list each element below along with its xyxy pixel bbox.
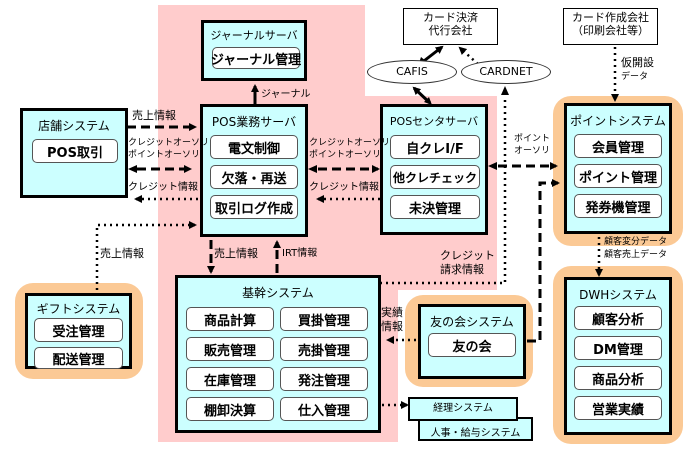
module-ordering: 発注管理 xyxy=(280,367,368,391)
point-system: ポイントシステム 会員管理 ポイント管理 発券機管理 xyxy=(564,103,672,234)
pos-center-server-title: POSセンタサーバ xyxy=(389,115,479,128)
dwh-system: DWHシステム 顧客分析 DM管理 商品分析 営業実績 xyxy=(564,277,672,435)
pos-business-server-title: POS業務サーバ xyxy=(211,115,297,129)
journal-server: ジャーナルサーバ ジャーナル管理 xyxy=(201,20,307,81)
pos-center-server: POSセンタサーバ 自クレI/F 他クレチェック 未決管理 xyxy=(380,104,488,235)
label-results-2: 情報 xyxy=(381,320,403,333)
module-pending-management: 未決管理 xyxy=(390,195,480,219)
module-sales-results: 営業実績 xyxy=(574,396,662,420)
module-point-management: ポイント管理 xyxy=(574,164,662,188)
label-gift-sales: 売上情報 xyxy=(100,247,144,260)
gift-system-title: ギフトシステム xyxy=(36,302,121,316)
journal-server-title: ジャーナルサーバ xyxy=(210,29,298,42)
label-point-auth-1: ポイント xyxy=(514,134,551,144)
store-system: 店舗システム POS取引 xyxy=(20,108,128,198)
label-credit-billing-1: クレジット xyxy=(440,249,495,262)
label-journal: ジャーナル xyxy=(261,89,311,100)
core-system: 基幹システム 商品計算 買掛管理 販売管理 売掛管理 在庫管理 発注管理 棚卸決… xyxy=(175,275,381,433)
module-ticket-machine: 発券機管理 xyxy=(574,194,662,218)
module-dm-management: DM管理 xyxy=(574,336,662,360)
card-maker-line1: カード作成会社 xyxy=(572,11,649,24)
card-settlement-company: カード決済 代行会社 xyxy=(403,8,498,45)
tomonokai-system-title: 友の会システム xyxy=(430,315,514,329)
flow-cardnet-settlement xyxy=(458,46,479,65)
label-auth-store-1: クレジットオーソリ xyxy=(128,138,210,148)
module-product-calc: 商品計算 xyxy=(186,307,274,331)
label-auth-center-1: クレジットオーソリ xyxy=(309,138,391,148)
card-settlement-line1: カード決済 xyxy=(423,11,478,24)
core-system-title: 基幹システム xyxy=(242,286,314,300)
flow-tomonokai-point xyxy=(527,179,560,343)
module-delivery-management: 配送管理 xyxy=(34,347,123,369)
module-purchasing: 仕入管理 xyxy=(280,397,368,421)
card-settlement-line2: 代行会社 xyxy=(428,24,473,37)
label-credit-info-center: クレジット情報 xyxy=(309,182,379,193)
dwh-system-title: DWHシステム xyxy=(579,288,657,302)
module-other-credit-check: 他クレチェック xyxy=(390,165,480,189)
module-message-control: 電文制御 xyxy=(210,135,298,159)
card-maker-company: カード作成会社 （印刷会社等） xyxy=(563,8,658,45)
label-point-auth-2: オーソリ xyxy=(514,146,551,156)
label-core-sales: 売上情報 xyxy=(214,247,258,260)
module-own-credit-if: 自クレI/F xyxy=(390,135,480,159)
module-member-management: 会員管理 xyxy=(574,134,662,158)
label-irt: IRT情報 xyxy=(282,248,318,259)
module-journal-management: ジャーナル管理 xyxy=(211,47,301,69)
label-credit-info-store: クレジット情報 xyxy=(128,182,198,193)
label-auth-center-2: ポイントオーソリ xyxy=(309,150,382,160)
module-product-analysis: 商品分析 xyxy=(574,366,662,390)
module-inventory: 在庫管理 xyxy=(186,367,274,391)
accounting-system: 経理システム xyxy=(408,397,518,421)
label-temp-open-2: データ xyxy=(621,72,649,82)
pos-business-server: POS業務サーバ 電文制御 欠落・再送 取引ログ作成 xyxy=(200,104,308,237)
label-temp-open-1: 仮開設 xyxy=(621,56,654,69)
label-customer-diff: 顧客変分データ xyxy=(604,237,668,247)
cafis-network: CAFIS xyxy=(367,60,457,84)
module-customer-analysis: 顧客分析 xyxy=(574,306,662,330)
module-tomonokai: 友の会 xyxy=(428,333,516,357)
module-receivables: 売掛管理 xyxy=(280,337,368,361)
label-customer-sales: 顧客売上データ xyxy=(604,250,668,260)
tomonokai-system: 友の会システム 友の会 xyxy=(418,304,526,379)
card-maker-line2: （印刷会社等） xyxy=(572,24,649,37)
label-credit-billing-2: 請求情報 xyxy=(440,263,484,276)
module-pos-transaction: POS取引 xyxy=(32,139,118,163)
module-stocktaking: 棚卸決算 xyxy=(186,397,274,421)
cardnet-network: CARDNET xyxy=(461,60,551,84)
label-sales-info: 売上情報 xyxy=(132,109,176,122)
point-system-title: ポイントシステム xyxy=(570,114,666,128)
label-results-1: 実績 xyxy=(381,306,403,319)
module-sales-management: 販売管理 xyxy=(186,337,274,361)
module-payables: 買掛管理 xyxy=(280,307,368,331)
module-order-management: 受注管理 xyxy=(34,318,123,342)
module-missing-resend: 欠落・再送 xyxy=(210,165,298,189)
store-system-title: 店舗システム xyxy=(38,119,110,133)
module-transaction-log: 取引ログ作成 xyxy=(210,195,298,219)
label-auth-store-2: ポイントオーソリ xyxy=(128,150,201,160)
gift-system: ギフトシステム 受注管理 配送管理 xyxy=(25,293,132,369)
